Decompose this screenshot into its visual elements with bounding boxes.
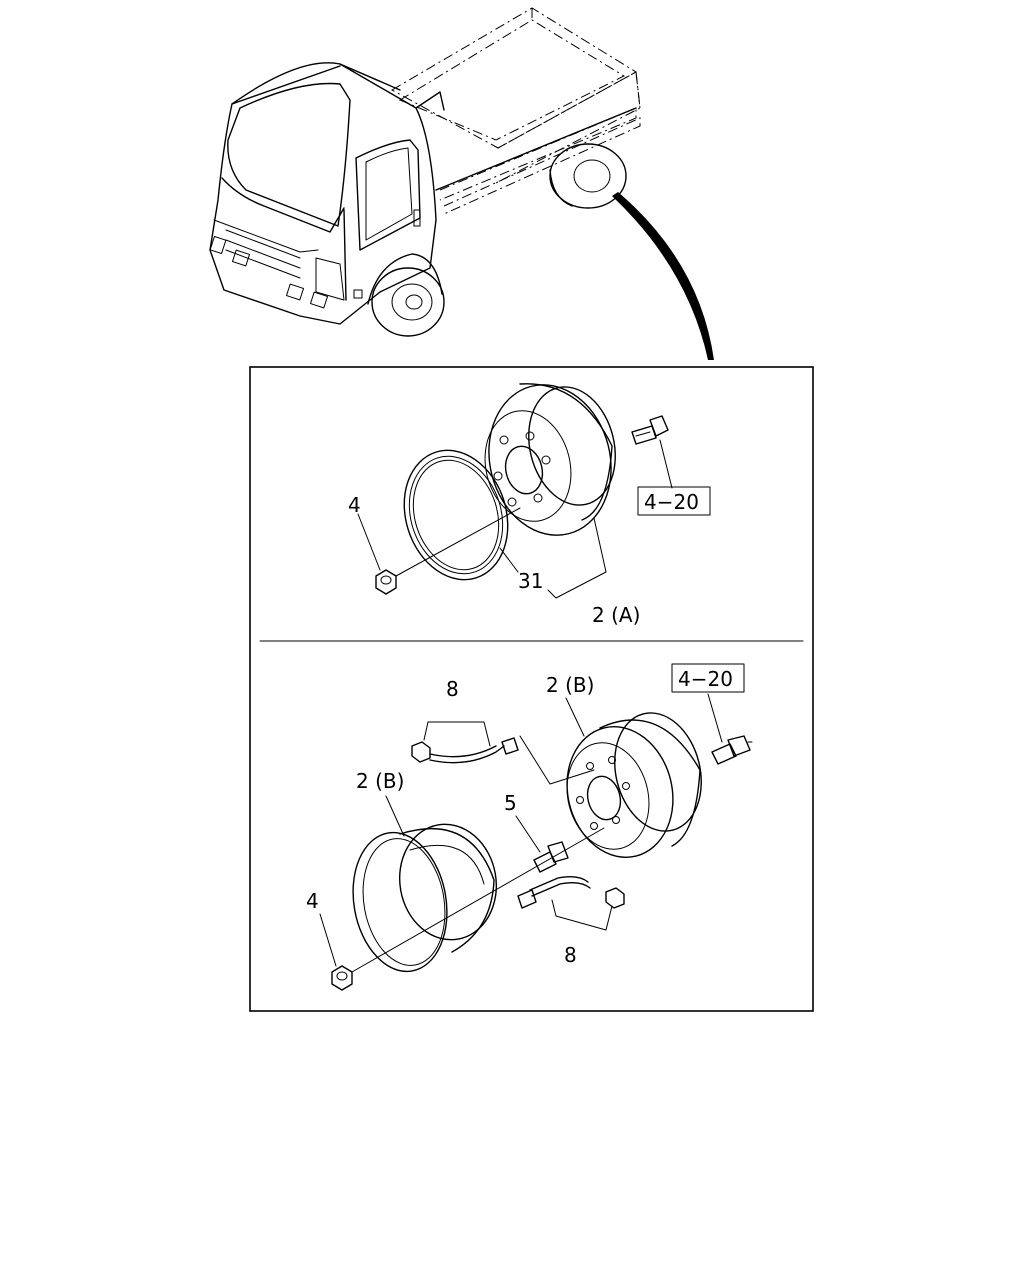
callout-arrow bbox=[612, 192, 714, 360]
valve-extension-lower bbox=[517, 875, 625, 909]
ref-label-lower: 4−20 bbox=[678, 667, 733, 691]
tube-ring bbox=[403, 449, 509, 581]
lower-assembly: 4−20 2 (B) 8 2 (B) 5 4 8 bbox=[306, 663, 753, 991]
label-nut-upper: 4 bbox=[348, 493, 361, 517]
front-wheel bbox=[367, 253, 445, 337]
ref-label-upper: 4−20 bbox=[644, 490, 699, 514]
leaders-lower bbox=[319, 693, 723, 973]
disc-wheel-a bbox=[484, 383, 616, 536]
wheel-nut-b bbox=[331, 965, 353, 991]
truck-cab bbox=[209, 62, 445, 325]
label-wheel-a: 2 (A) bbox=[592, 603, 640, 627]
detail-frame bbox=[249, 366, 814, 1012]
cargo-bed bbox=[390, 7, 641, 215]
label-wheel-b-outer: 2 (B) bbox=[356, 769, 404, 793]
ref-box-upper bbox=[637, 486, 711, 516]
label-bolt: 5 bbox=[504, 791, 517, 815]
hub-bolt-a bbox=[631, 415, 669, 445]
label-valve-lower: 8 bbox=[564, 943, 577, 967]
inner-dual-wheel bbox=[566, 712, 702, 858]
valve-extension-upper bbox=[411, 737, 519, 764]
label-wheel-b-inner: 2 (B) bbox=[546, 673, 594, 697]
ref-box-lower bbox=[671, 663, 745, 693]
label-nut-lower: 4 bbox=[306, 889, 319, 913]
label-valve-upper: 8 bbox=[446, 677, 459, 701]
rear-wheel bbox=[549, 143, 627, 209]
upper-assembly: 4 31 2 (A) 4−20 bbox=[348, 383, 711, 627]
leaders-upper bbox=[357, 439, 673, 599]
truck-illustration bbox=[209, 7, 714, 360]
spacer-bolt bbox=[533, 841, 569, 873]
wheel-nut-a bbox=[375, 569, 397, 595]
bed-side-rail bbox=[435, 107, 637, 191]
outer-dual-wheel bbox=[352, 823, 498, 973]
hub-bolt-b bbox=[711, 735, 753, 765]
label-tube: 31 bbox=[518, 569, 543, 593]
